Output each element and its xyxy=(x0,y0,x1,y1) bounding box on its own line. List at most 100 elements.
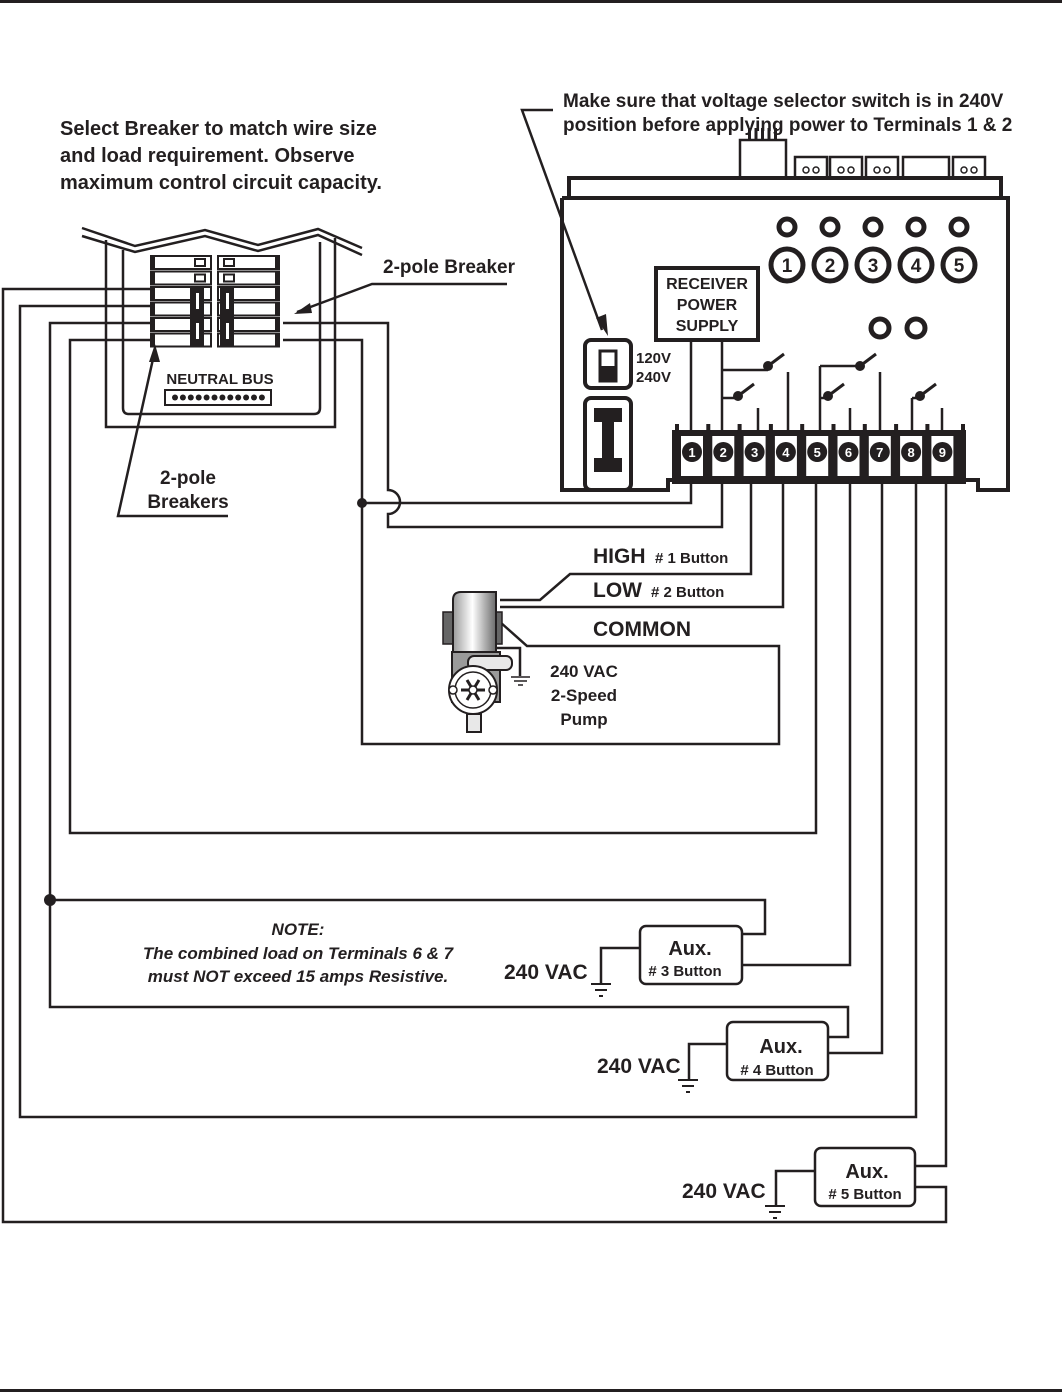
aux-load-4: Aux. # 4 Button 240 VAC xyxy=(597,1020,830,1093)
button-5 xyxy=(940,246,978,284)
terminal-5: 5 xyxy=(814,445,821,460)
aux-load-3: Aux. # 3 Button 240 VAC xyxy=(504,924,744,997)
fuse-cap-top xyxy=(594,408,622,422)
wire-aux5-feed xyxy=(1,287,948,1224)
plug-pin xyxy=(970,166,978,174)
panel-outer-box xyxy=(104,238,337,429)
terminal-screw xyxy=(838,442,859,462)
terminal-divider-tab xyxy=(961,424,965,434)
plug-pin xyxy=(802,166,810,174)
wire-high xyxy=(500,476,753,602)
terminal-divider-tab xyxy=(675,424,679,434)
wire-terminal-9 xyxy=(915,476,948,1168)
relay-contact-arm xyxy=(919,382,937,398)
plug-pin xyxy=(837,166,845,174)
breaker-note: Select Breaker to match wire size and lo… xyxy=(60,118,382,194)
terminal-screw xyxy=(869,442,890,462)
arrow-head-icon xyxy=(149,344,160,362)
ground-icon xyxy=(511,676,530,686)
bus-terminal-dot xyxy=(258,394,265,401)
plug-pin xyxy=(873,166,881,174)
voltage-note-line-1: Make sure that voltage selector switch i… xyxy=(563,91,1004,112)
wire-common xyxy=(283,338,781,746)
ground-icon xyxy=(678,1079,698,1093)
plug-connectors xyxy=(793,155,987,180)
button-1 xyxy=(768,246,806,284)
fuse-cap-bottom xyxy=(594,458,622,472)
pump-label-line-2: 2-Speed xyxy=(551,686,617,705)
breaker-toggle xyxy=(194,273,206,283)
indicator-led xyxy=(868,316,892,340)
button-led xyxy=(776,216,798,238)
bottom-rule xyxy=(0,1389,1062,1392)
terminal-screw xyxy=(682,442,702,462)
pump-ground-wire xyxy=(496,646,522,676)
breaker-terminal xyxy=(275,303,279,315)
wire-aux3-feed xyxy=(50,898,767,936)
breaker-terminal xyxy=(275,272,279,284)
aux-voltage: 240 VAC xyxy=(682,1180,766,1203)
breaker-handle-slot xyxy=(226,293,229,309)
terminal-divider-tab xyxy=(706,424,711,434)
pump-icon xyxy=(442,591,530,733)
breaker-terminal xyxy=(275,288,279,299)
terminal-divider-tab xyxy=(862,424,867,434)
breaker-note-line-3: maximum control circuit capacity. xyxy=(60,172,382,194)
terminal-7: 7 xyxy=(876,445,883,460)
neutral-bus-terminals xyxy=(172,394,265,401)
power-supply-line-1: RECEIVER xyxy=(666,276,748,293)
panel-break-line-outer xyxy=(81,226,363,250)
terminal-4: 4 xyxy=(782,445,790,460)
pump-label-line-1: 240 VAC xyxy=(550,662,618,681)
button-led xyxy=(948,216,970,238)
bus-terminal-dot xyxy=(172,394,178,401)
aux-button: # 5 Button xyxy=(828,1186,901,1203)
top-rule xyxy=(0,0,1062,3)
wires xyxy=(1,287,948,1224)
connector-pin xyxy=(748,128,751,141)
terminal-divider-tab xyxy=(768,424,773,434)
connector-pin xyxy=(761,128,764,141)
terminal-9: 9 xyxy=(939,445,946,460)
voltage-note-leader xyxy=(520,108,604,331)
terminal-screw xyxy=(744,442,765,462)
ground-icon xyxy=(591,983,611,997)
connector-pin xyxy=(754,128,758,141)
pump-wire-common-label: COMMON xyxy=(593,618,691,641)
breaker-note-line-2: and load requirement. Observe xyxy=(60,145,355,167)
panel-break-line-inner xyxy=(81,233,363,257)
arrow-head-icon xyxy=(596,314,608,336)
power-supply-line-3: SUPPLY xyxy=(676,318,739,335)
button-number: 1 xyxy=(782,256,793,277)
breaker-terminal xyxy=(151,257,155,268)
controller-body-right xyxy=(562,196,1010,492)
aux-box xyxy=(813,1146,917,1208)
terminal-divider-tab xyxy=(800,424,805,434)
label-2pole-breakers-1: 2-pole xyxy=(160,468,216,489)
terminal-screw xyxy=(807,442,828,462)
connector-pin xyxy=(774,128,777,141)
breaker-panel: NEUTRAL BUS xyxy=(81,226,363,429)
bus-terminal-dot xyxy=(235,394,242,401)
breaker-toggle xyxy=(223,258,235,267)
terminal-divider-tab xyxy=(831,424,836,434)
breaker-terminal xyxy=(151,272,155,284)
label-2pole-breakers-2: Breakers xyxy=(147,492,228,513)
relay-contact-arm xyxy=(827,382,845,398)
aux-title: Aux. xyxy=(668,938,711,960)
bus-terminal-dot xyxy=(203,394,210,401)
breaker-terminal xyxy=(275,257,279,268)
terminal-divider-tab xyxy=(894,424,899,434)
breaker-terminal xyxy=(151,288,155,299)
controller-top-rail xyxy=(567,176,1003,200)
aux-button: # 3 Button xyxy=(648,963,721,980)
load-note-heading: NOTE: xyxy=(272,920,325,939)
breaker-toggle xyxy=(223,273,235,283)
power-supply-line-2: POWER xyxy=(677,297,738,314)
pump-wire-low-button: # 2 Button xyxy=(651,584,724,601)
plug-pin xyxy=(812,166,820,174)
wire-terminal-1 xyxy=(362,476,693,505)
